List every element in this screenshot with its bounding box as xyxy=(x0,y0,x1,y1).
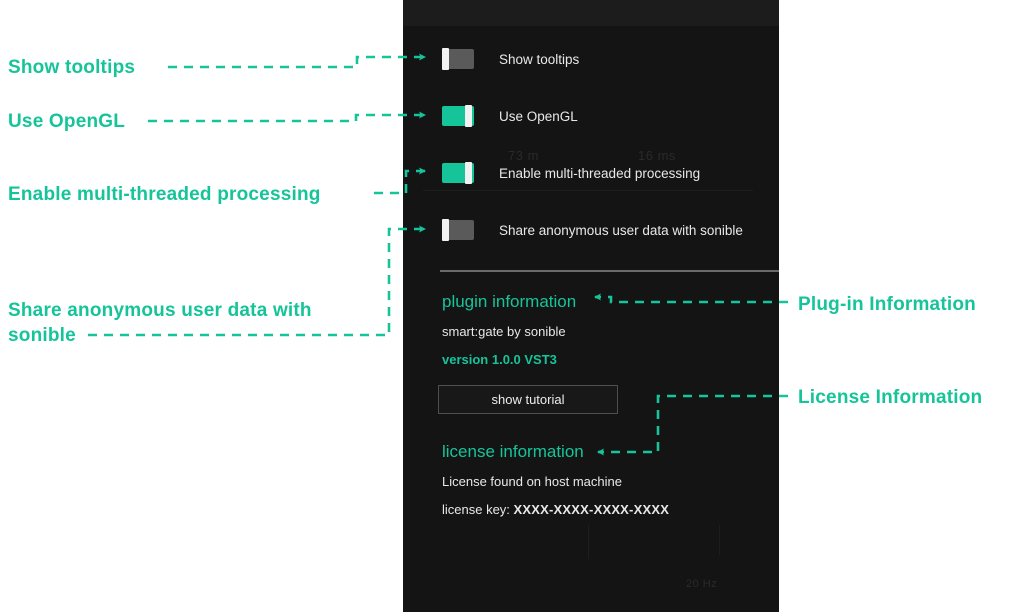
setting-label-show-tooltips: Show tooltips xyxy=(499,51,580,67)
toggle-handle xyxy=(442,48,449,70)
panel-header-strip xyxy=(403,0,779,26)
plugin-settings-panel: 73 m 16 ms 20 Hz Show tooltips Use OpenG… xyxy=(403,0,779,612)
plugin-version: version 1.0.0 VST3 xyxy=(442,352,557,367)
setting-row-share-data[interactable]: Share anonymous user data with sonible xyxy=(442,219,743,241)
setting-label-use-opengl: Use OpenGL xyxy=(499,108,578,124)
setting-row-show-tooltips[interactable]: Show tooltips xyxy=(442,48,580,70)
annotation-label-plugin-information: Plug-in Information xyxy=(798,294,976,315)
show-tutorial-button[interactable]: show tutorial xyxy=(438,385,618,414)
annotation-label-use-opengl: Use OpenGL xyxy=(8,111,126,132)
toggle-handle xyxy=(465,105,472,127)
ghost-divider xyxy=(423,190,753,191)
toggle-share-anonymous-data[interactable] xyxy=(442,219,474,241)
ghost-vline-2 xyxy=(719,525,720,555)
setting-label-share-data: Share anonymous user data with sonible xyxy=(499,222,743,238)
annotation-label-show-tooltips: Show tooltips xyxy=(8,57,136,78)
setting-row-multithreaded[interactable]: Enable multi-threaded processing xyxy=(442,162,701,184)
ghost-value-2: 16 ms xyxy=(638,148,676,163)
setting-row-use-opengl[interactable]: Use OpenGL xyxy=(442,105,578,127)
toggle-use-opengl[interactable] xyxy=(442,105,474,127)
license-status: License found on host machine xyxy=(442,474,622,489)
ghost-vline-1 xyxy=(588,525,589,559)
connector-show-tooltips xyxy=(168,53,426,69)
toggle-handle xyxy=(442,219,449,241)
section-divider xyxy=(440,270,779,272)
toggle-show-tooltips[interactable] xyxy=(442,48,474,70)
ghost-text-left xyxy=(415,2,419,17)
setting-label-multithreaded: Enable multi-threaded processing xyxy=(499,165,701,181)
connector-use-opengl xyxy=(148,111,426,123)
license-key-label: license key: xyxy=(442,502,510,517)
annotation-label-multithreaded: Enable multi-threaded processing xyxy=(8,184,321,205)
toggle-handle xyxy=(465,162,472,184)
plugin-product-name: smart:gate by sonible xyxy=(442,324,566,339)
license-information-heading: license information xyxy=(442,442,584,461)
ghost-value-1: 73 m xyxy=(508,148,539,163)
license-key-value: XXXX-XXXX-XXXX-XXXX xyxy=(513,502,670,517)
license-key-row: license key: XXXX-XXXX-XXXX-XXXX xyxy=(442,502,669,517)
ghost-value-3: 20 Hz xyxy=(686,578,718,590)
toggle-multithreaded-processing[interactable] xyxy=(442,162,474,184)
plugin-information-heading: plugin information xyxy=(442,292,577,311)
annotation-label-share-data: Share anonymous user data with sonible xyxy=(8,300,312,346)
annotation-label-license-information: License Information xyxy=(798,387,983,408)
